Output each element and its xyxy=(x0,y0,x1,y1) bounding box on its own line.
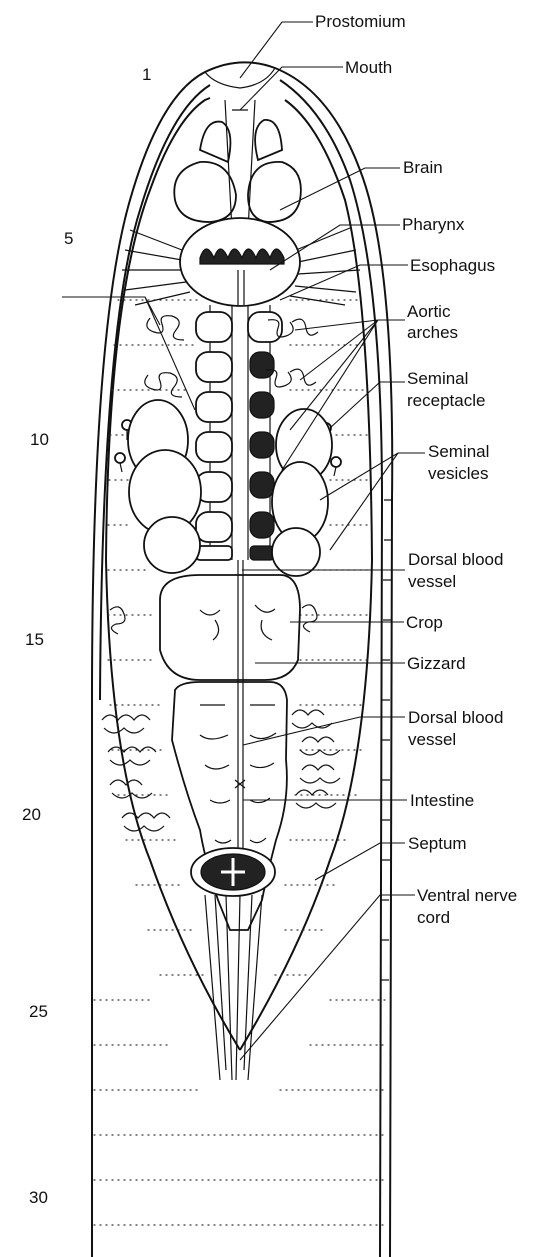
label-intestine: Intestine xyxy=(410,791,474,810)
label-gizzard: Gizzard xyxy=(407,654,466,673)
label-dorsal-blood-vessel-b-1: Dorsal blood xyxy=(408,708,503,727)
segment-number: 10 xyxy=(30,430,49,449)
label-seminal-receptacle-1: Seminal xyxy=(407,369,468,388)
label-septum: Septum xyxy=(408,834,467,853)
label-aortic-arches-1: Aortic xyxy=(407,302,451,321)
segment-number: 1 xyxy=(142,65,151,84)
label-dorsal-blood-vessel-b-2: vessel xyxy=(408,730,456,749)
segment-number: 15 xyxy=(25,630,44,649)
label-mouth: Mouth xyxy=(345,58,392,77)
crop xyxy=(160,575,300,680)
label-ventral-nerve-cord-1: Ventral nerve xyxy=(417,886,517,905)
brain xyxy=(174,100,301,230)
label-esophagus: Esophagus xyxy=(410,256,495,275)
segment-number: 5 xyxy=(64,229,73,248)
label-brain: Brain xyxy=(403,158,443,177)
label-dorsal-blood-vessel-a-1: Dorsal blood xyxy=(408,550,503,569)
label-ventral-nerve-cord-2: cord xyxy=(417,908,450,927)
label-seminal-vesicles-2: vesicles xyxy=(428,464,488,483)
cross-section xyxy=(191,848,275,896)
label-aortic-arches-2: arches xyxy=(407,323,458,342)
segment-number: 30 xyxy=(29,1188,48,1207)
labels: Prostomium Mouth Brain Pharynx Esophagus… xyxy=(315,12,517,927)
label-pharynx: Pharynx xyxy=(402,215,465,234)
segment-number: 20 xyxy=(22,805,41,824)
segment-number: 25 xyxy=(29,1002,48,1021)
label-seminal-receptacle-2: receptacle xyxy=(407,391,485,410)
esophagus xyxy=(196,305,282,560)
label-crop: Crop xyxy=(406,613,443,632)
label-dorsal-blood-vessel-a-2: vessel xyxy=(408,572,456,591)
label-seminal-vesicles-1: Seminal xyxy=(428,442,489,461)
pharynx xyxy=(122,218,360,306)
label-prostomium: Prostomium xyxy=(315,12,406,31)
